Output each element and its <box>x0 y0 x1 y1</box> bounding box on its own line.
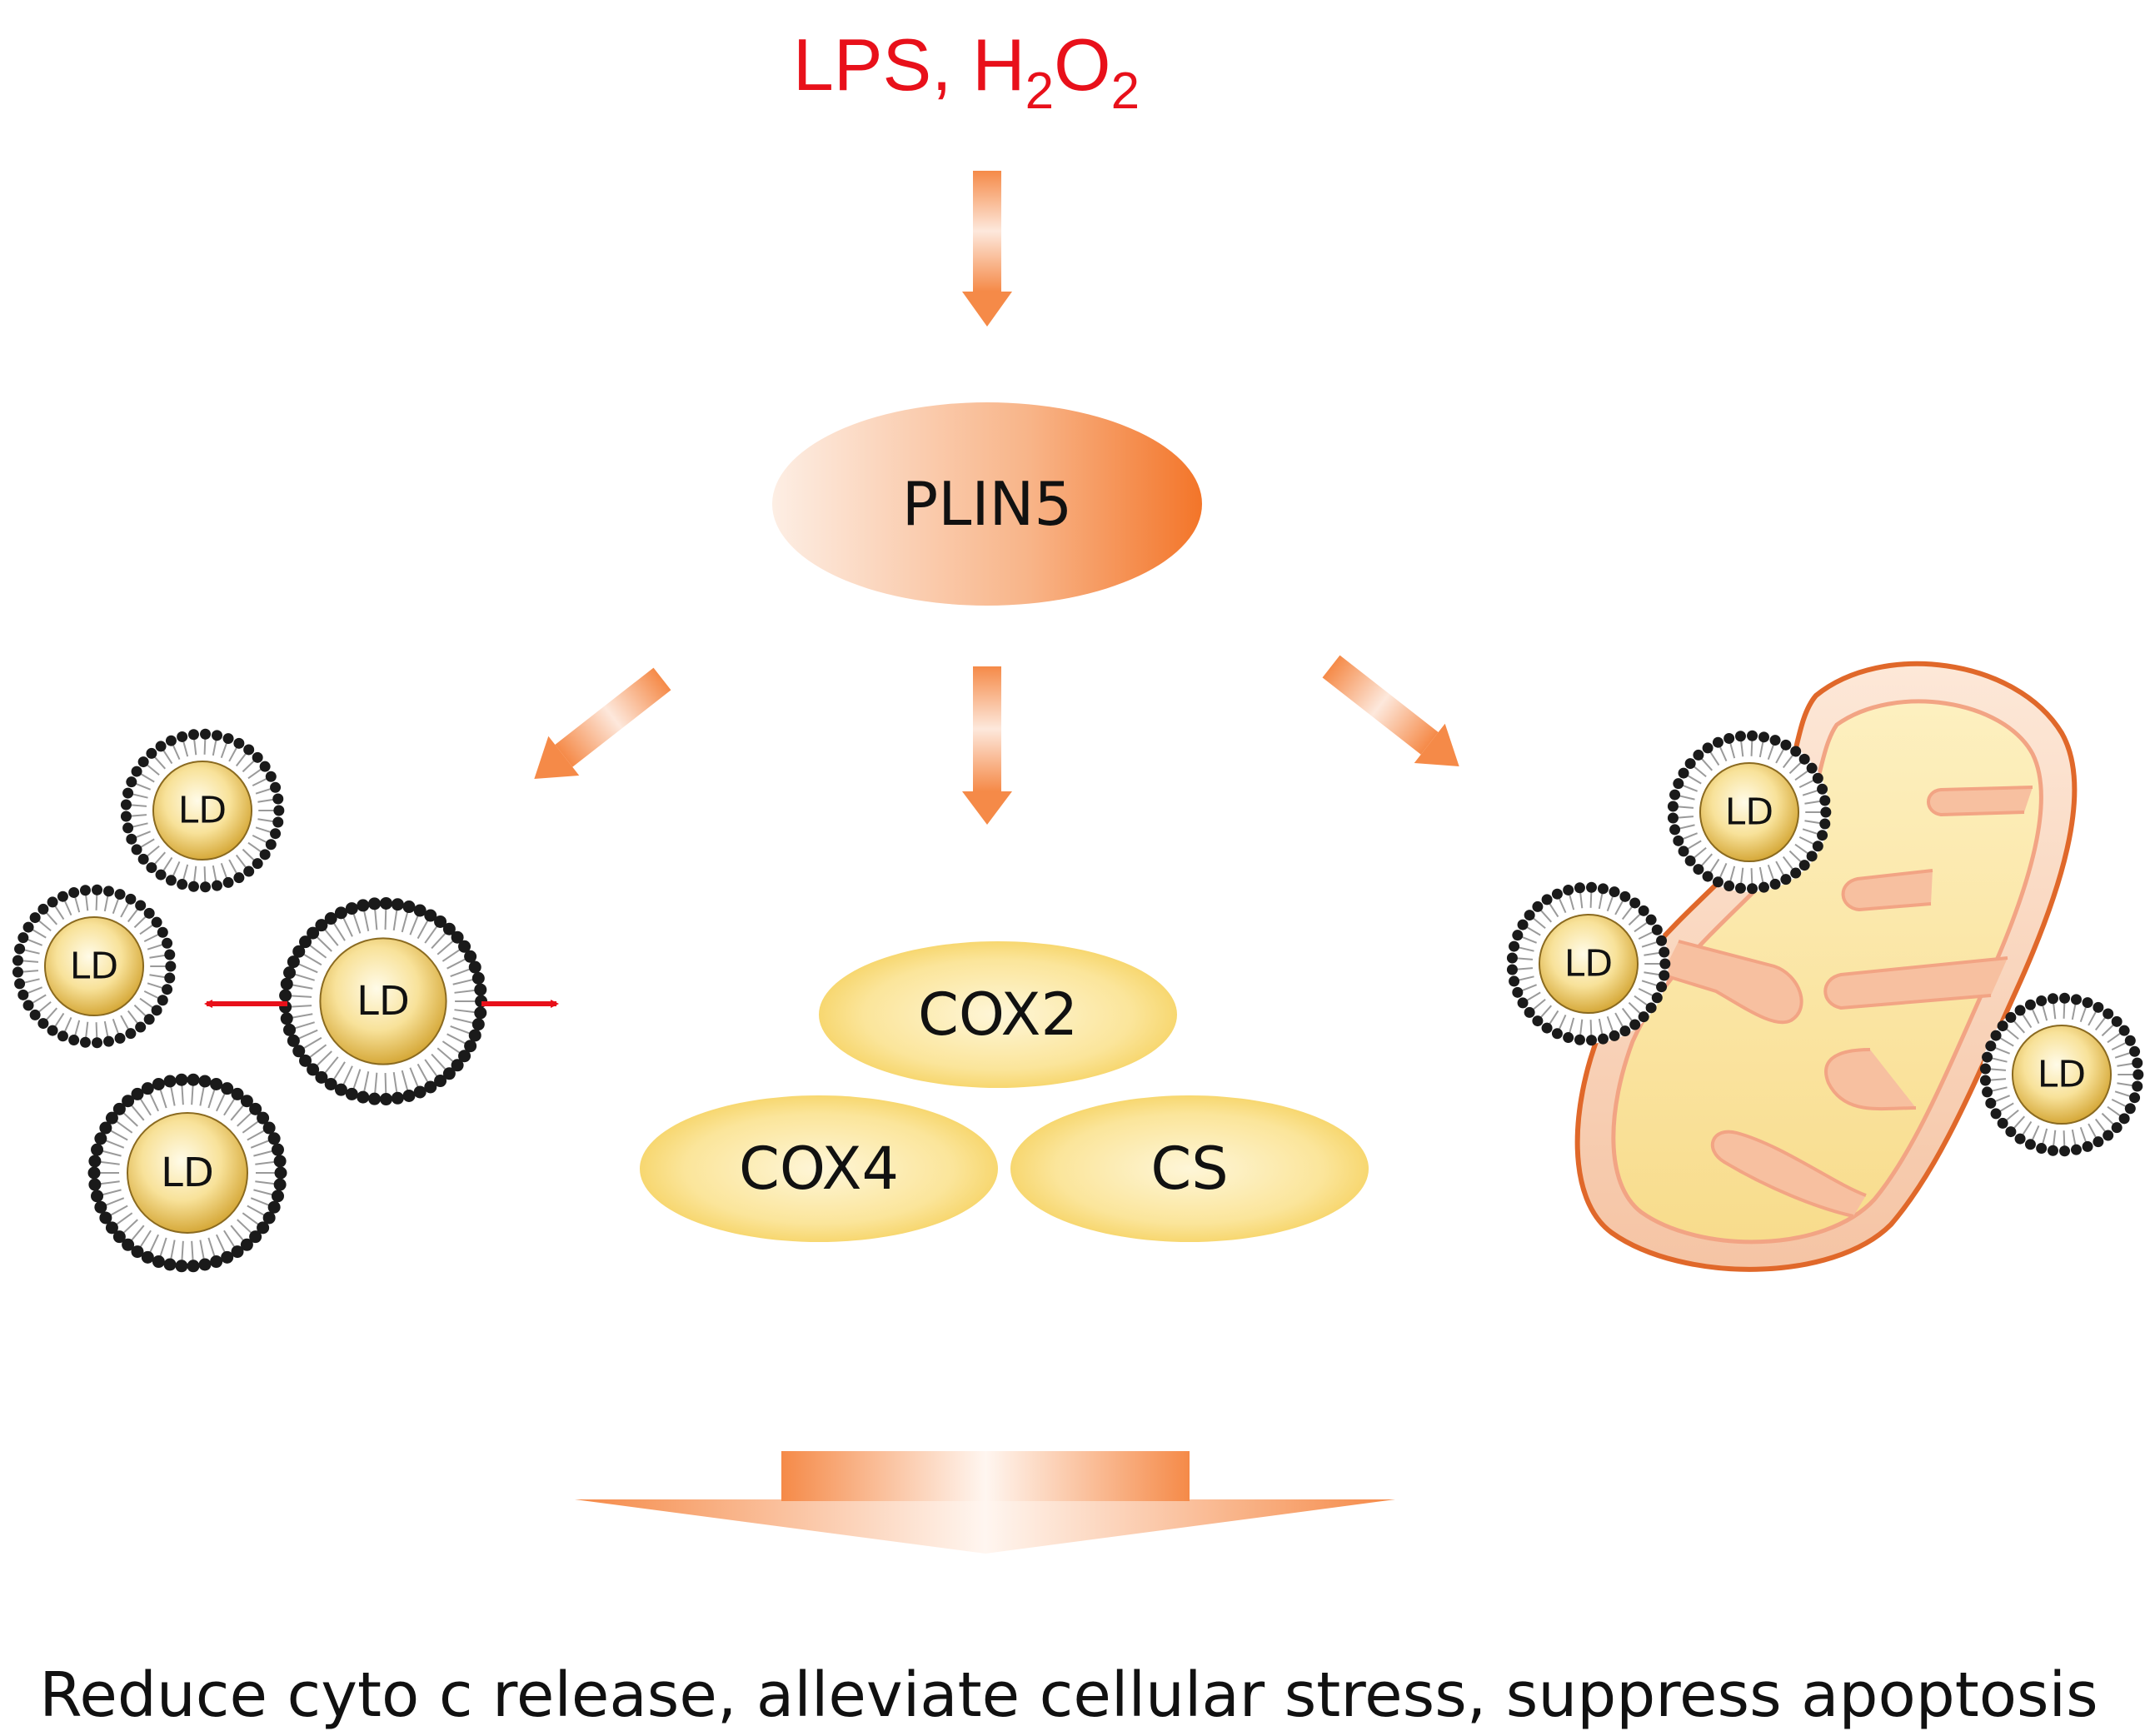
outcome-text: Reduce cyto c release, alleviate cellula… <box>39 1659 2098 1731</box>
mitochondrion <box>1574 661 2078 1272</box>
enzyme-label: COX4 <box>739 1135 899 1203</box>
arrow-plin5-to-lipid-droplets <box>534 667 671 780</box>
lipid-droplet: LD <box>1667 730 1832 895</box>
lipid-droplet-label: LD <box>357 978 410 1025</box>
lipid-droplet-label: LD <box>70 945 118 988</box>
plin5-label: PLIN5 <box>902 469 1072 539</box>
lipid-droplet: LD <box>120 728 285 893</box>
arrow-plin5-to-mitochondrion <box>1322 655 1459 767</box>
lipid-droplet: LD <box>87 1073 287 1273</box>
plin5-node: PLIN5 <box>772 402 1202 606</box>
trigger-label: LPS, H2O2 <box>793 23 1140 120</box>
arrow-trigger-to-plin5 <box>962 171 1012 327</box>
enzyme-label: COX2 <box>918 980 1078 1049</box>
outcome-arrow <box>575 1451 1395 1554</box>
lipid-droplet: LD <box>1506 881 1671 1046</box>
lipid-droplet-label: LD <box>178 790 227 832</box>
lipid-droplet-label: LD <box>2038 1054 2086 1096</box>
lipid-droplet: LD <box>1979 992 2144 1157</box>
enzyme-cox4: COX4 <box>640 1095 998 1242</box>
lipid-droplet-label: LD <box>1725 791 1773 834</box>
arrow-plin5-to-enzymes <box>962 666 1012 825</box>
enzyme-label: CS <box>1150 1135 1228 1203</box>
lipid-droplet-label: LD <box>1564 943 1613 985</box>
lipid-droplet-label: LD <box>161 1150 214 1196</box>
enzyme-cs: CS <box>1010 1095 1369 1242</box>
enzyme-cox2: COX2 <box>819 941 1177 1088</box>
lipid-droplet-group: LD LD LD LD LD LD LD <box>12 728 2144 1273</box>
lipid-droplet: LD <box>279 896 488 1106</box>
lipid-droplet: LD <box>12 884 177 1049</box>
